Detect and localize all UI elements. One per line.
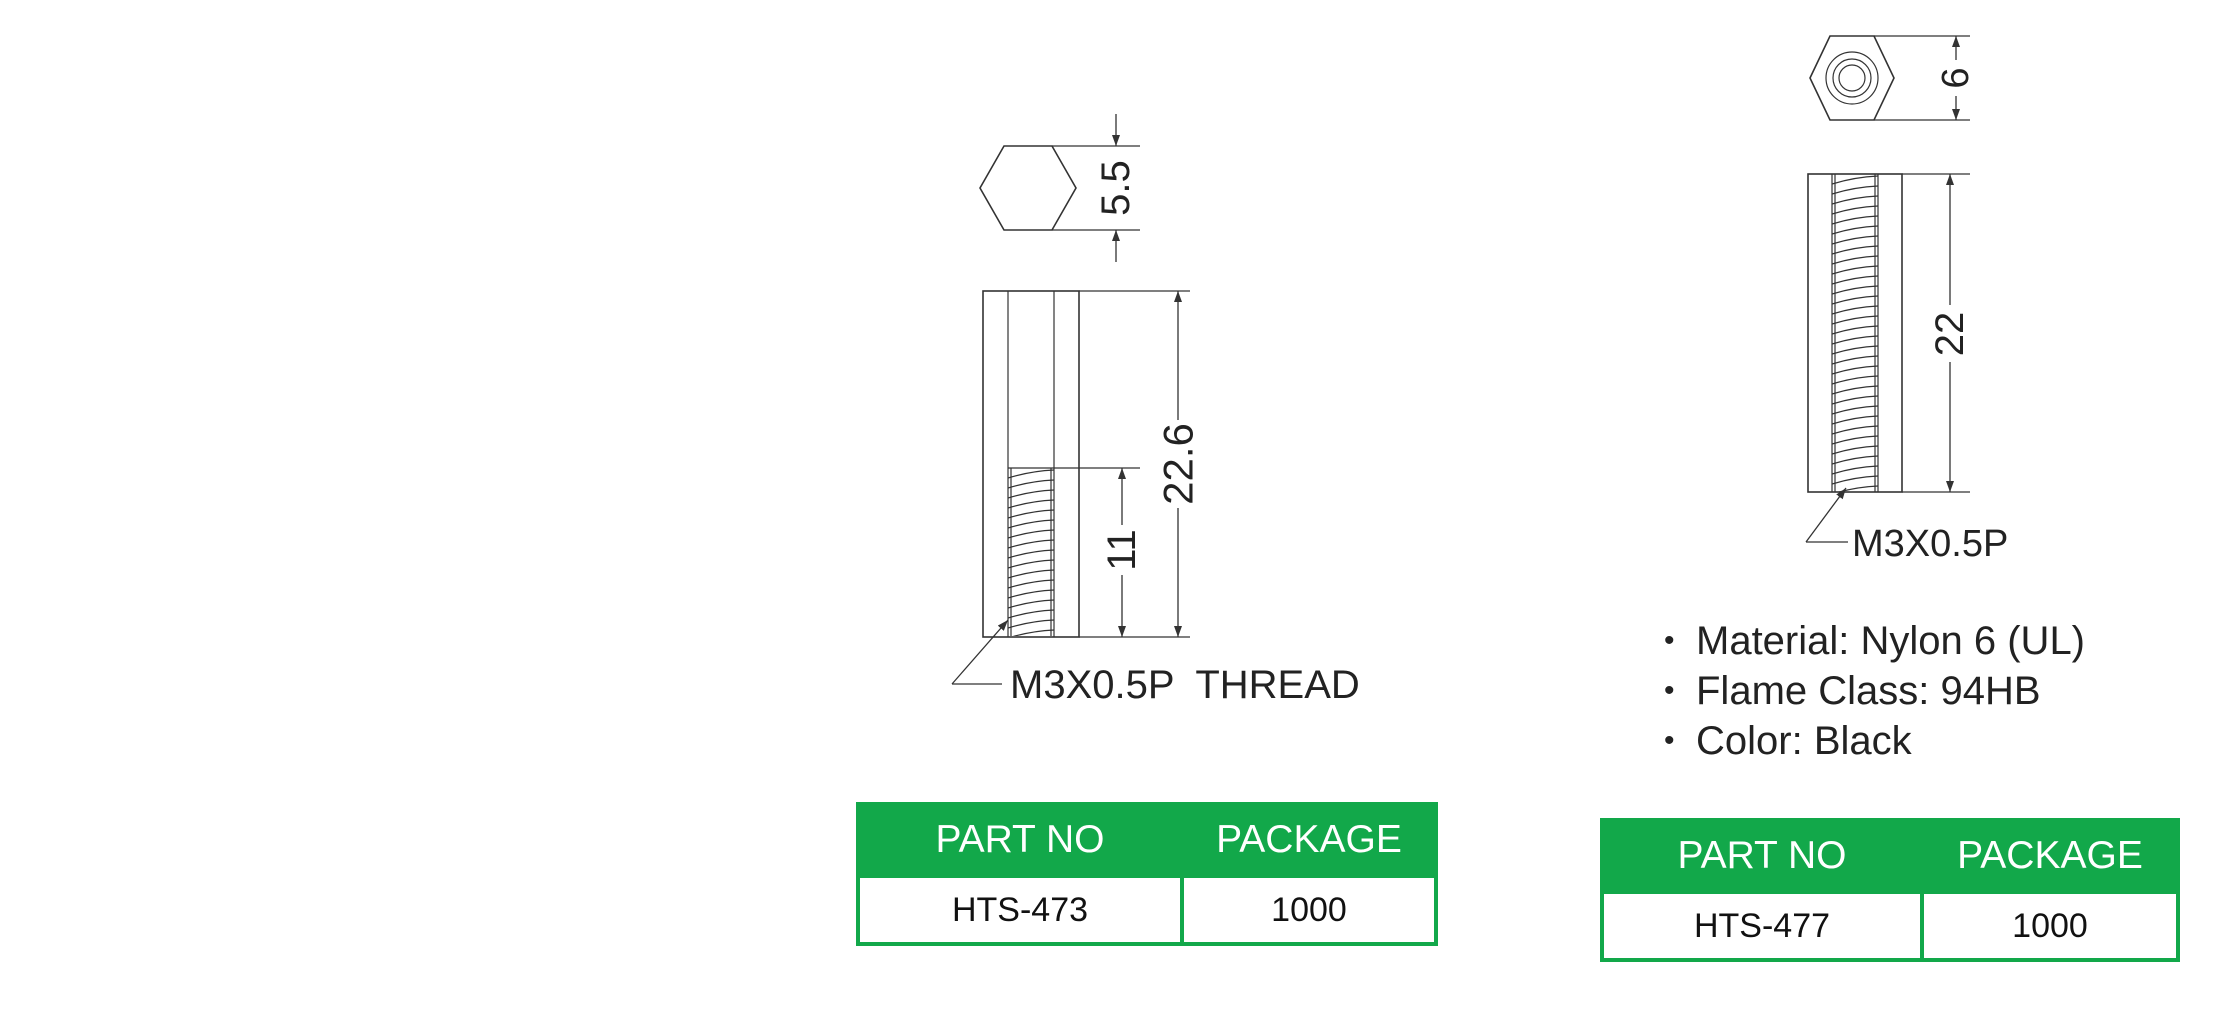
thread-line bbox=[1832, 365, 1878, 375]
right-hex-top-view bbox=[1809, 35, 1895, 121]
bullet-icon: • bbox=[1664, 674, 1675, 707]
thread-line bbox=[1832, 305, 1878, 315]
thread-line bbox=[1832, 205, 1878, 215]
thread-line bbox=[1832, 325, 1878, 335]
spec-flame-class: • Flame Class: 94HB bbox=[1662, 666, 2085, 716]
thread-line bbox=[1008, 569, 1054, 579]
thread-line bbox=[1832, 415, 1878, 425]
spec-color-text: Color: Black bbox=[1696, 719, 1912, 763]
right-part-table: PART NO PACKAGE HTS-477 1000 bbox=[1600, 818, 2180, 962]
thread-line bbox=[1008, 589, 1054, 599]
thread-line bbox=[1832, 385, 1878, 395]
thread-line bbox=[1832, 215, 1878, 225]
thread-line bbox=[1832, 435, 1878, 445]
bullet-icon: • bbox=[1664, 724, 1675, 757]
thread-line bbox=[1008, 549, 1054, 559]
spec-color: • Color: Black bbox=[1662, 716, 2085, 766]
left-standoff-body bbox=[982, 290, 1080, 638]
thread-line bbox=[1832, 245, 1878, 255]
left-part-table: PART NO PACKAGE HTS-473 1000 bbox=[856, 802, 1438, 946]
thread-line bbox=[1008, 469, 1054, 479]
table-header-row: PART NO PACKAGE bbox=[1600, 818, 2180, 894]
right-hex-dim-label: 6 bbox=[1935, 67, 1977, 88]
cell-part-no: HTS-477 bbox=[1600, 890, 1924, 962]
spec-material-text: Material: Nylon 6 (UL) bbox=[1696, 619, 2086, 663]
left-hex-dim-label: 5.5 bbox=[1094, 160, 1138, 216]
thread-line bbox=[1832, 255, 1878, 265]
thread-line bbox=[1832, 395, 1878, 405]
thread-line bbox=[1832, 174, 1835, 175]
left-thread bbox=[1008, 468, 1054, 648]
right-standoff-body bbox=[1807, 173, 1903, 493]
thread-line bbox=[1008, 640, 1054, 648]
spec-material: • Material: Nylon 6 (UL) bbox=[1662, 616, 2085, 666]
thread-line bbox=[1008, 468, 1011, 469]
thread-line bbox=[1008, 599, 1054, 609]
thread-line bbox=[1832, 345, 1878, 355]
thread-line bbox=[1832, 445, 1878, 455]
spec-flame-class-text: Flame Class: 94HB bbox=[1696, 669, 2041, 713]
thread-line bbox=[1008, 519, 1054, 529]
right-thread bbox=[1832, 174, 1878, 492]
thread-line bbox=[1832, 235, 1878, 245]
thread-line bbox=[1008, 579, 1054, 589]
header-package: PACKAGE bbox=[1920, 818, 2180, 894]
right-thread-leader: M3X0.5P bbox=[1805, 487, 2008, 565]
cell-package: 1000 bbox=[1180, 874, 1438, 946]
table-row: HTS-473 1000 bbox=[856, 874, 1438, 946]
table-header-row: PART NO PACKAGE bbox=[856, 802, 1438, 878]
thread-line bbox=[1832, 225, 1878, 235]
thread-line bbox=[1832, 425, 1878, 435]
thread-line bbox=[1832, 475, 1878, 485]
thread-line bbox=[1832, 275, 1878, 285]
left-thread-depth-dimension: 11 bbox=[1054, 467, 1144, 637]
thread-line bbox=[1008, 559, 1054, 569]
thread-line bbox=[1008, 609, 1054, 619]
left-thread-label: M3X0.5P THREAD bbox=[1010, 663, 1360, 707]
thread-line bbox=[1832, 265, 1878, 275]
thread-line bbox=[1832, 185, 1878, 195]
bullet-icon: • bbox=[1664, 624, 1675, 657]
header-part-no: PART NO bbox=[856, 802, 1184, 878]
header-part-no: PART NO bbox=[1600, 818, 1924, 894]
right-standoff-drawing: 6 22 M3X0.5P bbox=[1805, 35, 2008, 565]
right-length-dimension: 22 bbox=[1902, 173, 1972, 493]
thread-line bbox=[1832, 465, 1878, 475]
thread-line bbox=[1008, 509, 1054, 519]
thread-line bbox=[1008, 479, 1054, 489]
thread-line bbox=[1832, 195, 1878, 205]
spec-list: • Material: Nylon 6 (UL) • Flame Class: 94… bbox=[1662, 616, 2085, 766]
thread-line bbox=[1832, 355, 1878, 365]
left-thread-depth-label: 11 bbox=[1100, 529, 1144, 571]
thread-line bbox=[1836, 485, 1878, 492]
thread-line bbox=[1008, 539, 1054, 549]
right-thread-label: M3X0.5P bbox=[1852, 523, 2008, 565]
thread-line bbox=[1832, 175, 1878, 185]
thread-line bbox=[1008, 499, 1054, 509]
left-length-dim-label: 22.6 bbox=[1155, 423, 1202, 505]
left-standoff-drawing: 5.5 22.6 11 M3X0.5P THREAD bbox=[951, 114, 1360, 707]
cell-part-no: HTS-473 bbox=[856, 874, 1184, 946]
left-thread-leader: M3X0.5P THREAD bbox=[951, 619, 1360, 707]
thread-line bbox=[1008, 619, 1054, 629]
thread-line bbox=[1832, 455, 1878, 465]
right-length-dim-label: 22 bbox=[1928, 312, 1972, 357]
cell-package: 1000 bbox=[1920, 890, 2180, 962]
thread-line bbox=[1008, 529, 1054, 539]
left-hex-dimension: 5.5 bbox=[1052, 114, 1140, 262]
thread-line bbox=[1832, 375, 1878, 385]
left-length-dimension: 22.6 bbox=[1079, 290, 1202, 638]
header-package: PACKAGE bbox=[1180, 802, 1438, 878]
thread-line bbox=[1832, 315, 1878, 325]
thread-line bbox=[1832, 335, 1878, 345]
right-hex-dimension: 6 bbox=[1874, 35, 1977, 121]
table-row: HTS-477 1000 bbox=[1600, 890, 2180, 962]
left-hex-top-view bbox=[979, 145, 1077, 231]
thread-line bbox=[1832, 405, 1878, 415]
thread-line bbox=[1832, 285, 1878, 295]
thread-line bbox=[1832, 295, 1878, 305]
thread-line bbox=[1008, 489, 1054, 499]
thread-line bbox=[1012, 629, 1054, 636]
